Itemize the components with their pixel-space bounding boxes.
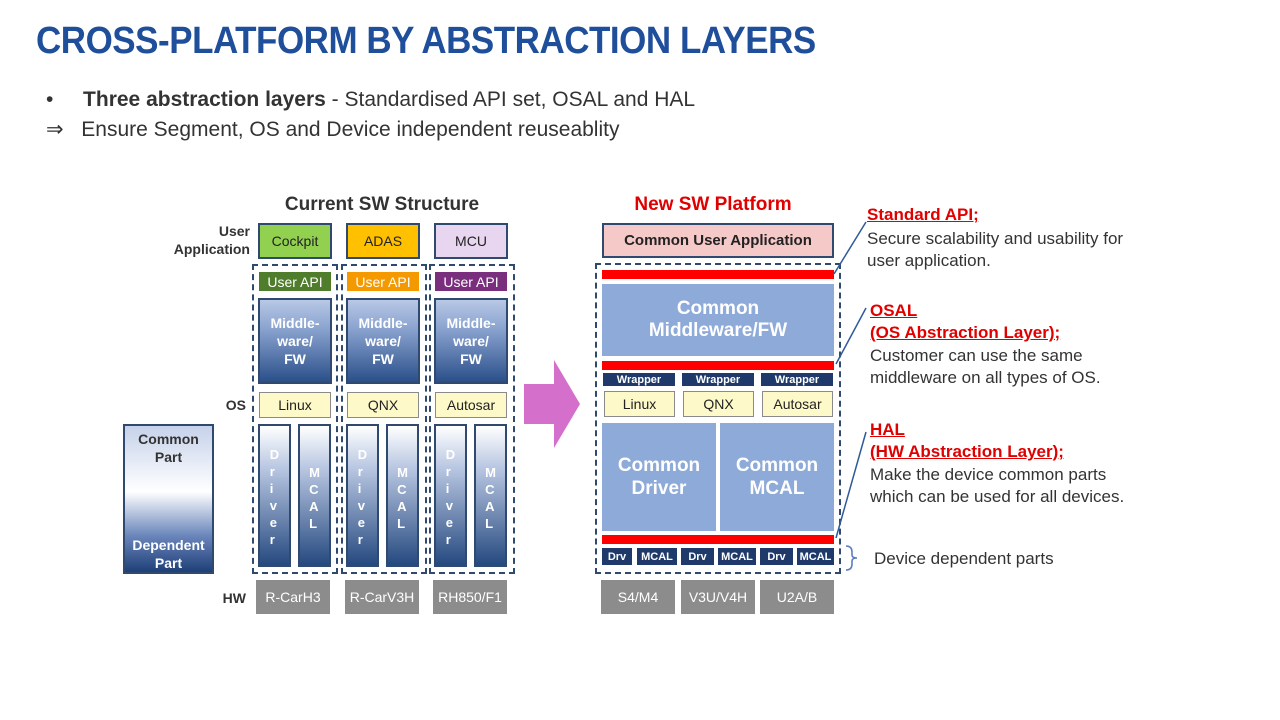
hw-r-carh3: R-CarH3 (256, 580, 330, 614)
common-user-application: Common User Application (602, 223, 834, 258)
hal-layer-bar (602, 535, 834, 544)
page-title: CROSS-PLATFORM BY ABSTRACTION LAYERS (36, 20, 816, 62)
user-application-label: User Application (173, 223, 250, 257)
connector-standard-api (833, 221, 867, 275)
osal-layer-bar (602, 361, 834, 370)
mcal-column-2: M C A L (386, 424, 419, 567)
bullet-rest-text: - Standardised API set, OSAL and HAL (325, 88, 696, 111)
user-api-cockpit: User API (259, 272, 331, 291)
wrapper-2: Wrapper (682, 373, 754, 386)
os-linux: Linux (259, 392, 331, 418)
hw-s4-m4: S4/M4 (601, 580, 675, 614)
middleware-cockpit: Middle- ware/ FW (258, 298, 332, 384)
wrapper-1: Wrapper (603, 373, 675, 386)
middleware-mcu: Middle- ware/ FW (434, 298, 508, 384)
annotation-osal-title: OSAL (OS Abstraction Layer); (870, 301, 1061, 342)
brace-icon (845, 545, 858, 571)
annotation-standard-api-desc: Secure scalability and usability for use… (867, 229, 1124, 270)
bullet-line-1: • Three abstraction layers - Standardise… (46, 88, 695, 112)
new-os-autosar: Autosar (762, 391, 833, 417)
driver-column-1: D r i v e r (258, 424, 291, 567)
dep-mcal-3: MCAL (797, 548, 834, 565)
common-driver-block: Common Driver (602, 423, 716, 531)
column-boundary-1 (252, 264, 338, 574)
standard-api-layer-bar (602, 270, 834, 279)
mcal-column-3: M C A L (474, 424, 507, 567)
app-box-mcu: MCU (434, 223, 508, 259)
dep-drv-3: Drv (760, 548, 793, 565)
app-box-cockpit: Cockpit (258, 223, 332, 259)
dep-drv-2: Drv (681, 548, 714, 565)
current-structure-header: Current SW Structure (284, 194, 480, 215)
wrapper-3: Wrapper (761, 373, 833, 386)
mcal-column-1: M C A L (298, 424, 331, 567)
connector-hal (835, 431, 867, 539)
new-os-qnx: QNX (683, 391, 754, 417)
new-platform-boundary (595, 263, 841, 574)
device-dependent-label: Device dependent parts (874, 549, 1054, 568)
bullet-line-2-text: Ensure Segment, OS and Device independen… (81, 118, 620, 141)
annotation-standard-api-title: Standard API; (867, 205, 979, 224)
connector-osal (835, 307, 867, 365)
dep-mcal-2: MCAL (718, 548, 756, 565)
new-os-linux: Linux (604, 391, 675, 417)
middleware-adas: Middle- ware/ FW (346, 298, 420, 384)
os-label: OS (225, 397, 246, 413)
dep-drv-1: Drv (602, 548, 632, 565)
driver-column-2: D r i v e r (346, 424, 379, 567)
bullet-bold-text: Three abstraction layers (83, 88, 326, 111)
legend-common-part: Common Part (138, 431, 199, 465)
common-middleware-block: Common Middleware/FW (602, 284, 834, 356)
annotation-hal-desc: Make the device common parts which can b… (870, 465, 1125, 506)
column-boundary-3 (429, 264, 515, 574)
hw-v3u-v4h: V3U/V4H (681, 580, 755, 614)
hw-u2a-b: U2A/B (760, 580, 834, 614)
annotation-hal-title: HAL (HW Abstraction Layer); (870, 420, 1064, 461)
user-api-adas: User API (347, 272, 419, 291)
common-mcal-block: Common MCAL (720, 423, 834, 531)
os-qnx: QNX (347, 392, 419, 418)
annotation-connectors (833, 221, 867, 539)
dep-mcal-1: MCAL (637, 548, 677, 565)
user-api-mcu: User API (435, 272, 507, 291)
column-boundary-2 (341, 264, 427, 574)
new-platform-header: New SW Platform (634, 194, 792, 215)
annotation-osal-desc: Customer can use the same middleware on … (870, 346, 1101, 387)
app-box-adas: ADAS (346, 223, 420, 259)
bullet-line-2: ⇒ Ensure Segment, OS and Device independ… (46, 117, 619, 142)
driver-column-3: D r i v e r (434, 424, 467, 567)
common-dependent-legend: Common Part Dependent Part (123, 424, 214, 574)
hw-label: HW (222, 590, 246, 606)
legend-dependent-part: Dependent Part (132, 537, 205, 571)
transition-arrow-icon (524, 360, 580, 448)
hw-rh850-f1: RH850/F1 (433, 580, 507, 614)
os-autosar: Autosar (435, 392, 507, 418)
implies-arrow-icon: ⇒ (46, 118, 64, 141)
hw-r-carv3h: R-CarV3H (345, 580, 419, 614)
bullet-symbol: • (46, 88, 54, 111)
